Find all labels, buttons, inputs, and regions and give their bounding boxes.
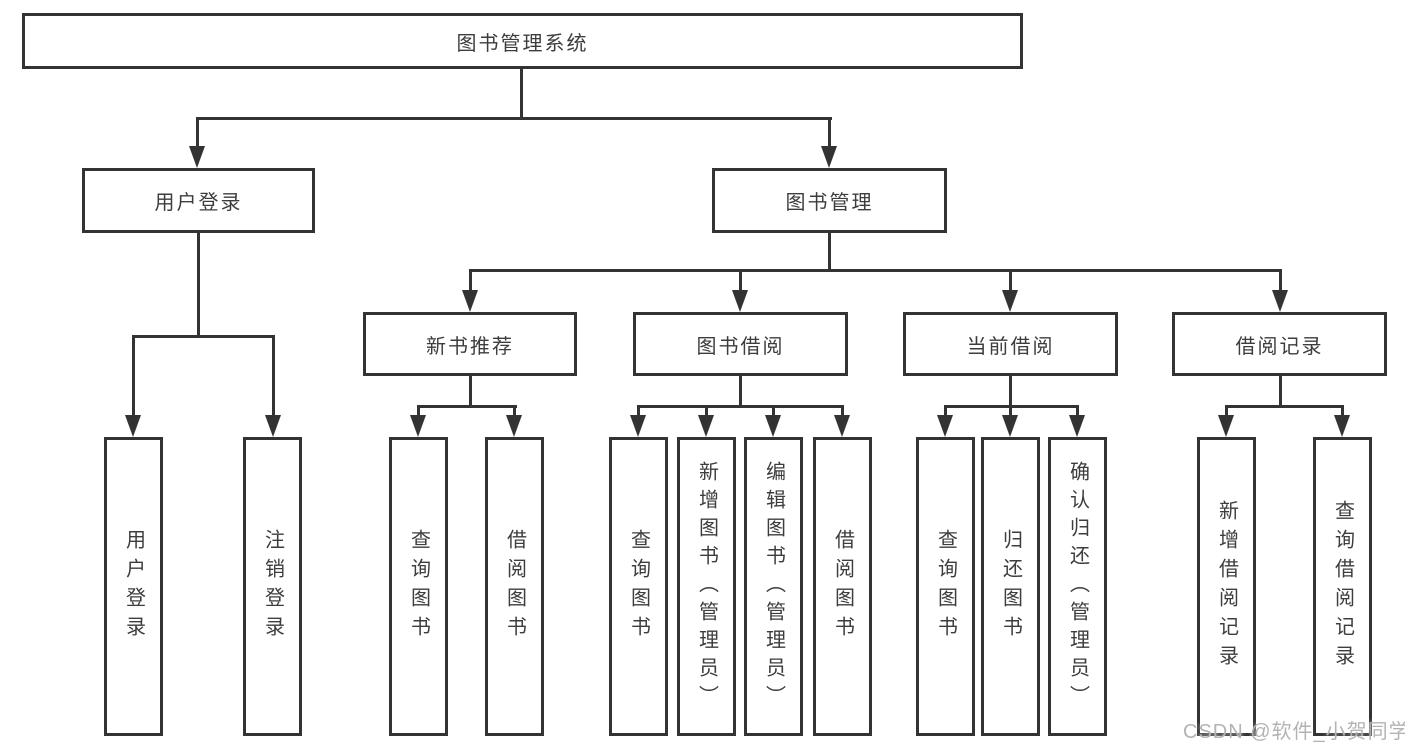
- connector-line: [772, 405, 775, 419]
- node-label: 编辑图书（管理员）: [762, 460, 785, 713]
- arrow-head-icon: [1069, 415, 1085, 437]
- node-label: 查询图书: [407, 528, 430, 645]
- node-book-management: 图书管理: [712, 168, 947, 233]
- node-label: 借阅图书: [503, 528, 526, 645]
- connector-line: [132, 335, 135, 419]
- connector-line: [739, 269, 742, 294]
- node-label: 新增图书（管理员）: [695, 460, 718, 713]
- node-label: 新书推荐: [426, 335, 514, 358]
- connector-line: [739, 376, 742, 407]
- connector-line: [637, 405, 640, 419]
- node-label: 图书管理系统: [456, 32, 589, 55]
- node-label: 注销登录: [261, 528, 284, 645]
- node-label: 确认归还（管理员）: [1066, 460, 1089, 713]
- arrow-head-icon: [265, 415, 281, 437]
- node-leaf-query-borrow-record: 查询借阅记录: [1313, 437, 1372, 736]
- node-label: 查询借阅记录: [1331, 499, 1354, 674]
- node-leaf-add-borrow-record: 新增借阅记录: [1197, 437, 1256, 736]
- arrow-head-icon: [1334, 415, 1350, 437]
- connector-line: [705, 405, 708, 419]
- connector-line: [1279, 376, 1282, 407]
- node-user-login: 用户登录: [82, 168, 315, 233]
- node-label: 用户登录: [154, 192, 243, 214]
- arrow-head-icon: [506, 415, 522, 437]
- node-label: 查询图书: [627, 528, 650, 645]
- arrow-head-icon: [189, 146, 205, 168]
- node-label: 用户登录: [122, 528, 145, 645]
- node-borrowing-records: 借阅记录: [1172, 312, 1387, 376]
- connector-line: [196, 117, 832, 120]
- node-label: 归还图书: [999, 528, 1022, 645]
- connector-line: [196, 117, 199, 150]
- arrow-head-icon: [732, 290, 748, 312]
- connector-line: [828, 233, 831, 271]
- arrow-head-icon: [834, 415, 850, 437]
- node-leaf-add-books-admin: 新增图书（管理员）: [677, 437, 736, 736]
- connector-line: [132, 335, 275, 338]
- arrow-head-icon: [410, 415, 426, 437]
- arrow-head-icon: [937, 415, 953, 437]
- connector-line: [828, 117, 831, 150]
- connector-line: [1009, 405, 1012, 419]
- arrow-head-icon: [765, 415, 781, 437]
- connector-line: [417, 405, 517, 408]
- node-current-borrowing: 当前借阅: [903, 312, 1118, 376]
- arrow-head-icon: [1002, 415, 1018, 437]
- node-label: 图书借阅: [696, 335, 785, 358]
- arrow-head-icon: [1002, 290, 1018, 312]
- node-label: 借阅记录: [1235, 335, 1324, 358]
- connector-line: [469, 376, 472, 407]
- node-leaf-confirm-return-admin: 确认归还（管理员）: [1048, 437, 1107, 736]
- connector-line: [944, 405, 947, 419]
- arrow-head-icon: [698, 415, 714, 437]
- connector-line: [1225, 405, 1344, 408]
- node-leaf-borrow-books: 借阅图书: [813, 437, 872, 736]
- connector-line: [513, 405, 516, 419]
- arrow-head-icon: [462, 290, 478, 312]
- csdn-watermark: CSDN @软件_小贺同学: [1183, 721, 1405, 743]
- connector-line: [520, 69, 523, 119]
- connector-line: [1225, 405, 1228, 419]
- node-leaf-query-books-recommend: 查询图书: [389, 437, 448, 736]
- arrow-head-icon: [125, 415, 141, 437]
- node-book-borrowing: 图书借阅: [633, 312, 848, 376]
- connector-line: [469, 269, 1282, 272]
- node-leaf-borrow-books-recommend: 借阅图书: [485, 437, 544, 736]
- node-library-management-system: 图书管理系统: [22, 13, 1023, 69]
- connector-line: [272, 335, 275, 419]
- arrow-head-icon: [821, 146, 837, 168]
- connector-line: [1341, 405, 1344, 419]
- connector-line: [1009, 376, 1012, 407]
- arrow-head-icon: [1272, 290, 1288, 312]
- node-leaf-query-books-current: 查询图书: [916, 437, 975, 736]
- arrow-head-icon: [1218, 415, 1234, 437]
- node-leaf-edit-books-admin: 编辑图书（管理员）: [744, 437, 803, 736]
- node-label: 当前借阅: [966, 335, 1055, 358]
- connector-line: [841, 405, 844, 419]
- node-label: 借阅图书: [831, 528, 854, 645]
- node-leaf-logout: 注销登录: [243, 437, 302, 736]
- connector-line: [469, 269, 472, 294]
- node-leaf-return-books: 归还图书: [981, 437, 1040, 736]
- node-label: 图书管理: [785, 192, 874, 214]
- connector-line: [197, 233, 200, 337]
- connector-line: [1009, 269, 1012, 294]
- node-leaf-user-login: 用户登录: [104, 437, 163, 736]
- node-leaf-query-books-borrow: 查询图书: [609, 437, 668, 736]
- node-label: 新增借阅记录: [1215, 499, 1238, 674]
- connector-line: [417, 405, 420, 419]
- arrow-head-icon: [630, 415, 646, 437]
- connector-line: [1076, 405, 1079, 419]
- node-new-book-recommendation: 新书推荐: [363, 312, 577, 376]
- connector-line: [637, 405, 844, 408]
- node-label: 查询图书: [934, 528, 957, 645]
- connector-line: [1279, 269, 1282, 294]
